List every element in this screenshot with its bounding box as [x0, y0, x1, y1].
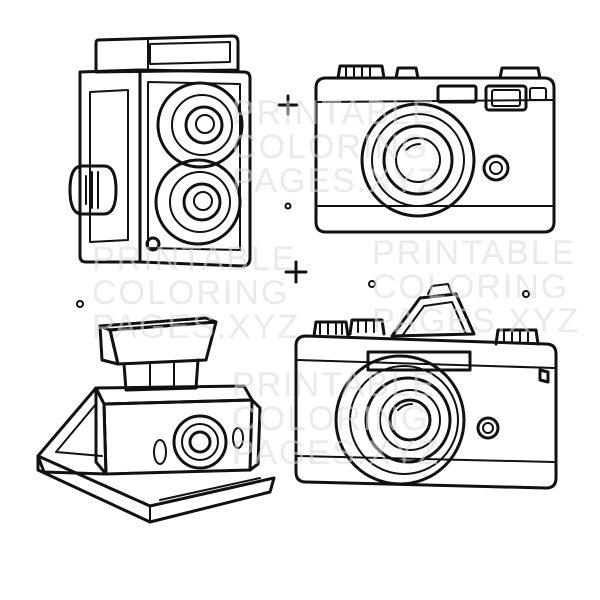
sparkle-plus-icon — [284, 260, 308, 284]
decorative-sparkles — [76, 94, 530, 308]
sparkle-dot-icon — [76, 300, 84, 308]
sparkle-dot-icon — [284, 202, 292, 210]
slr-camera — [294, 283, 558, 490]
sparkle-plus-icon — [277, 94, 299, 116]
sparkle-dot-icon — [522, 290, 530, 298]
rangefinder-camera — [314, 64, 556, 234]
twin-lens-reflex-camera — [68, 34, 252, 268]
sparkle-dot-icon — [368, 280, 376, 288]
instant-folding-camera — [36, 316, 276, 524]
